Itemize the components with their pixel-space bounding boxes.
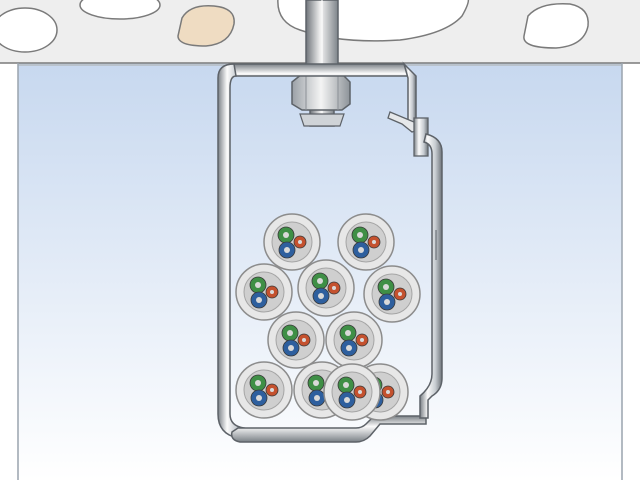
hex-nut [291,73,351,127]
conductor-core [256,395,262,401]
cable [235,361,293,419]
conductor-core [384,299,390,305]
ceiling-stone [79,0,161,20]
conductor-core [283,232,289,238]
conductor-core [318,293,324,299]
conductor-core [270,388,274,392]
cable [323,363,381,421]
conductor-core [298,240,302,244]
conductor-core [288,345,294,351]
conductor-core [313,380,319,386]
conductor-core [346,345,352,351]
conductor-core [358,247,364,253]
conductor-core [314,395,320,401]
conductor-core [357,232,363,238]
conductor-core [360,338,364,342]
cable [267,311,325,369]
conductor-core [284,247,290,253]
conductor-core [302,338,306,342]
conductor-core [255,282,261,288]
conductor-core [332,286,336,290]
conductor-core [255,380,261,386]
conductor-core [287,330,293,336]
conductor-core [383,284,389,290]
cable [325,311,383,369]
conductor-core [372,240,376,244]
ceiling-stone [523,3,589,49]
cable [363,265,421,323]
conductor-core [256,297,262,303]
conductor-core [358,390,362,394]
conductor-core [345,330,351,336]
conductor-core [344,397,350,403]
cable [337,213,395,271]
ceiling-stone [0,7,58,53]
conductor-core [343,382,349,388]
cable [235,263,293,321]
conductor-core [317,278,323,284]
conductor-core [386,390,390,394]
cable [297,259,355,317]
ceiling-stone [177,5,235,47]
cable [263,213,321,271]
conductor-core [398,292,402,296]
conductor-core [270,290,274,294]
cable-bundle [235,213,421,421]
clamp-strap [217,61,443,443]
